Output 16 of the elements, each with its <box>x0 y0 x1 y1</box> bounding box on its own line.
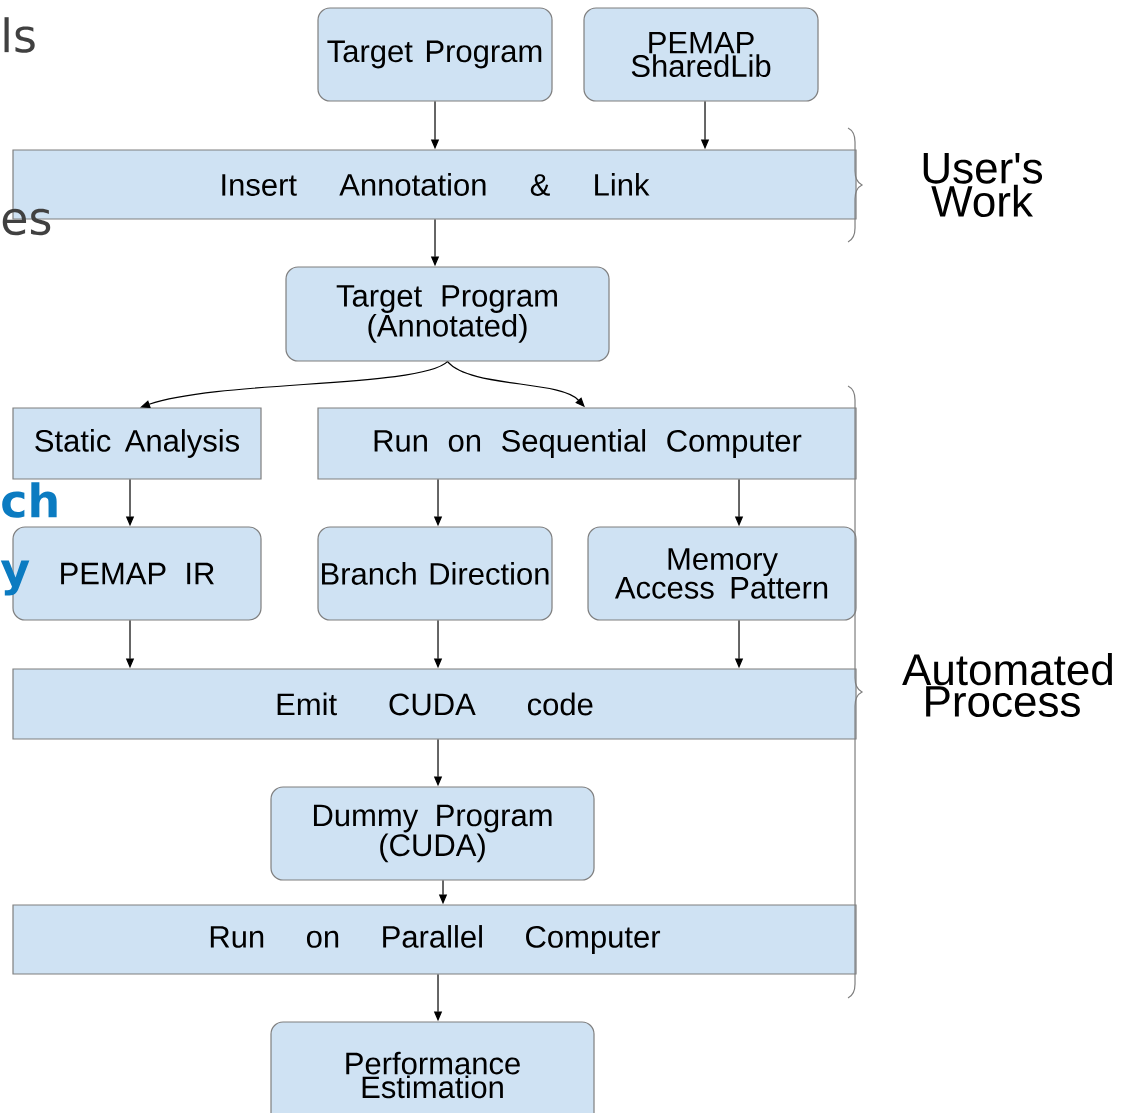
process-box: Static Analysis <box>12 407 262 480</box>
group-label: User's Work <box>923 153 1043 217</box>
process-box: PEMAP SharedLib <box>583 7 819 102</box>
process-box: Performance Estimation <box>270 1021 595 1113</box>
process-box: Memory Access Pattern <box>587 526 857 621</box>
process-box: Target Program <box>317 7 553 102</box>
process-box: Run on Sequential Computer <box>317 407 857 480</box>
process-box: Emit CUDA code <box>12 668 857 740</box>
arrow <box>140 361 449 409</box>
process-box: Branch Direction <box>317 526 553 621</box>
text-fragment: ch <box>2 482 57 518</box>
group-label: Automated Process <box>902 653 1112 717</box>
process-box: Run on Parallel Computer <box>12 904 857 975</box>
process-box: Dummy Program (CUDA) <box>270 786 595 881</box>
text-fragment: ls <box>4 17 35 53</box>
process-box: Target Program (Annotated) <box>285 266 610 362</box>
